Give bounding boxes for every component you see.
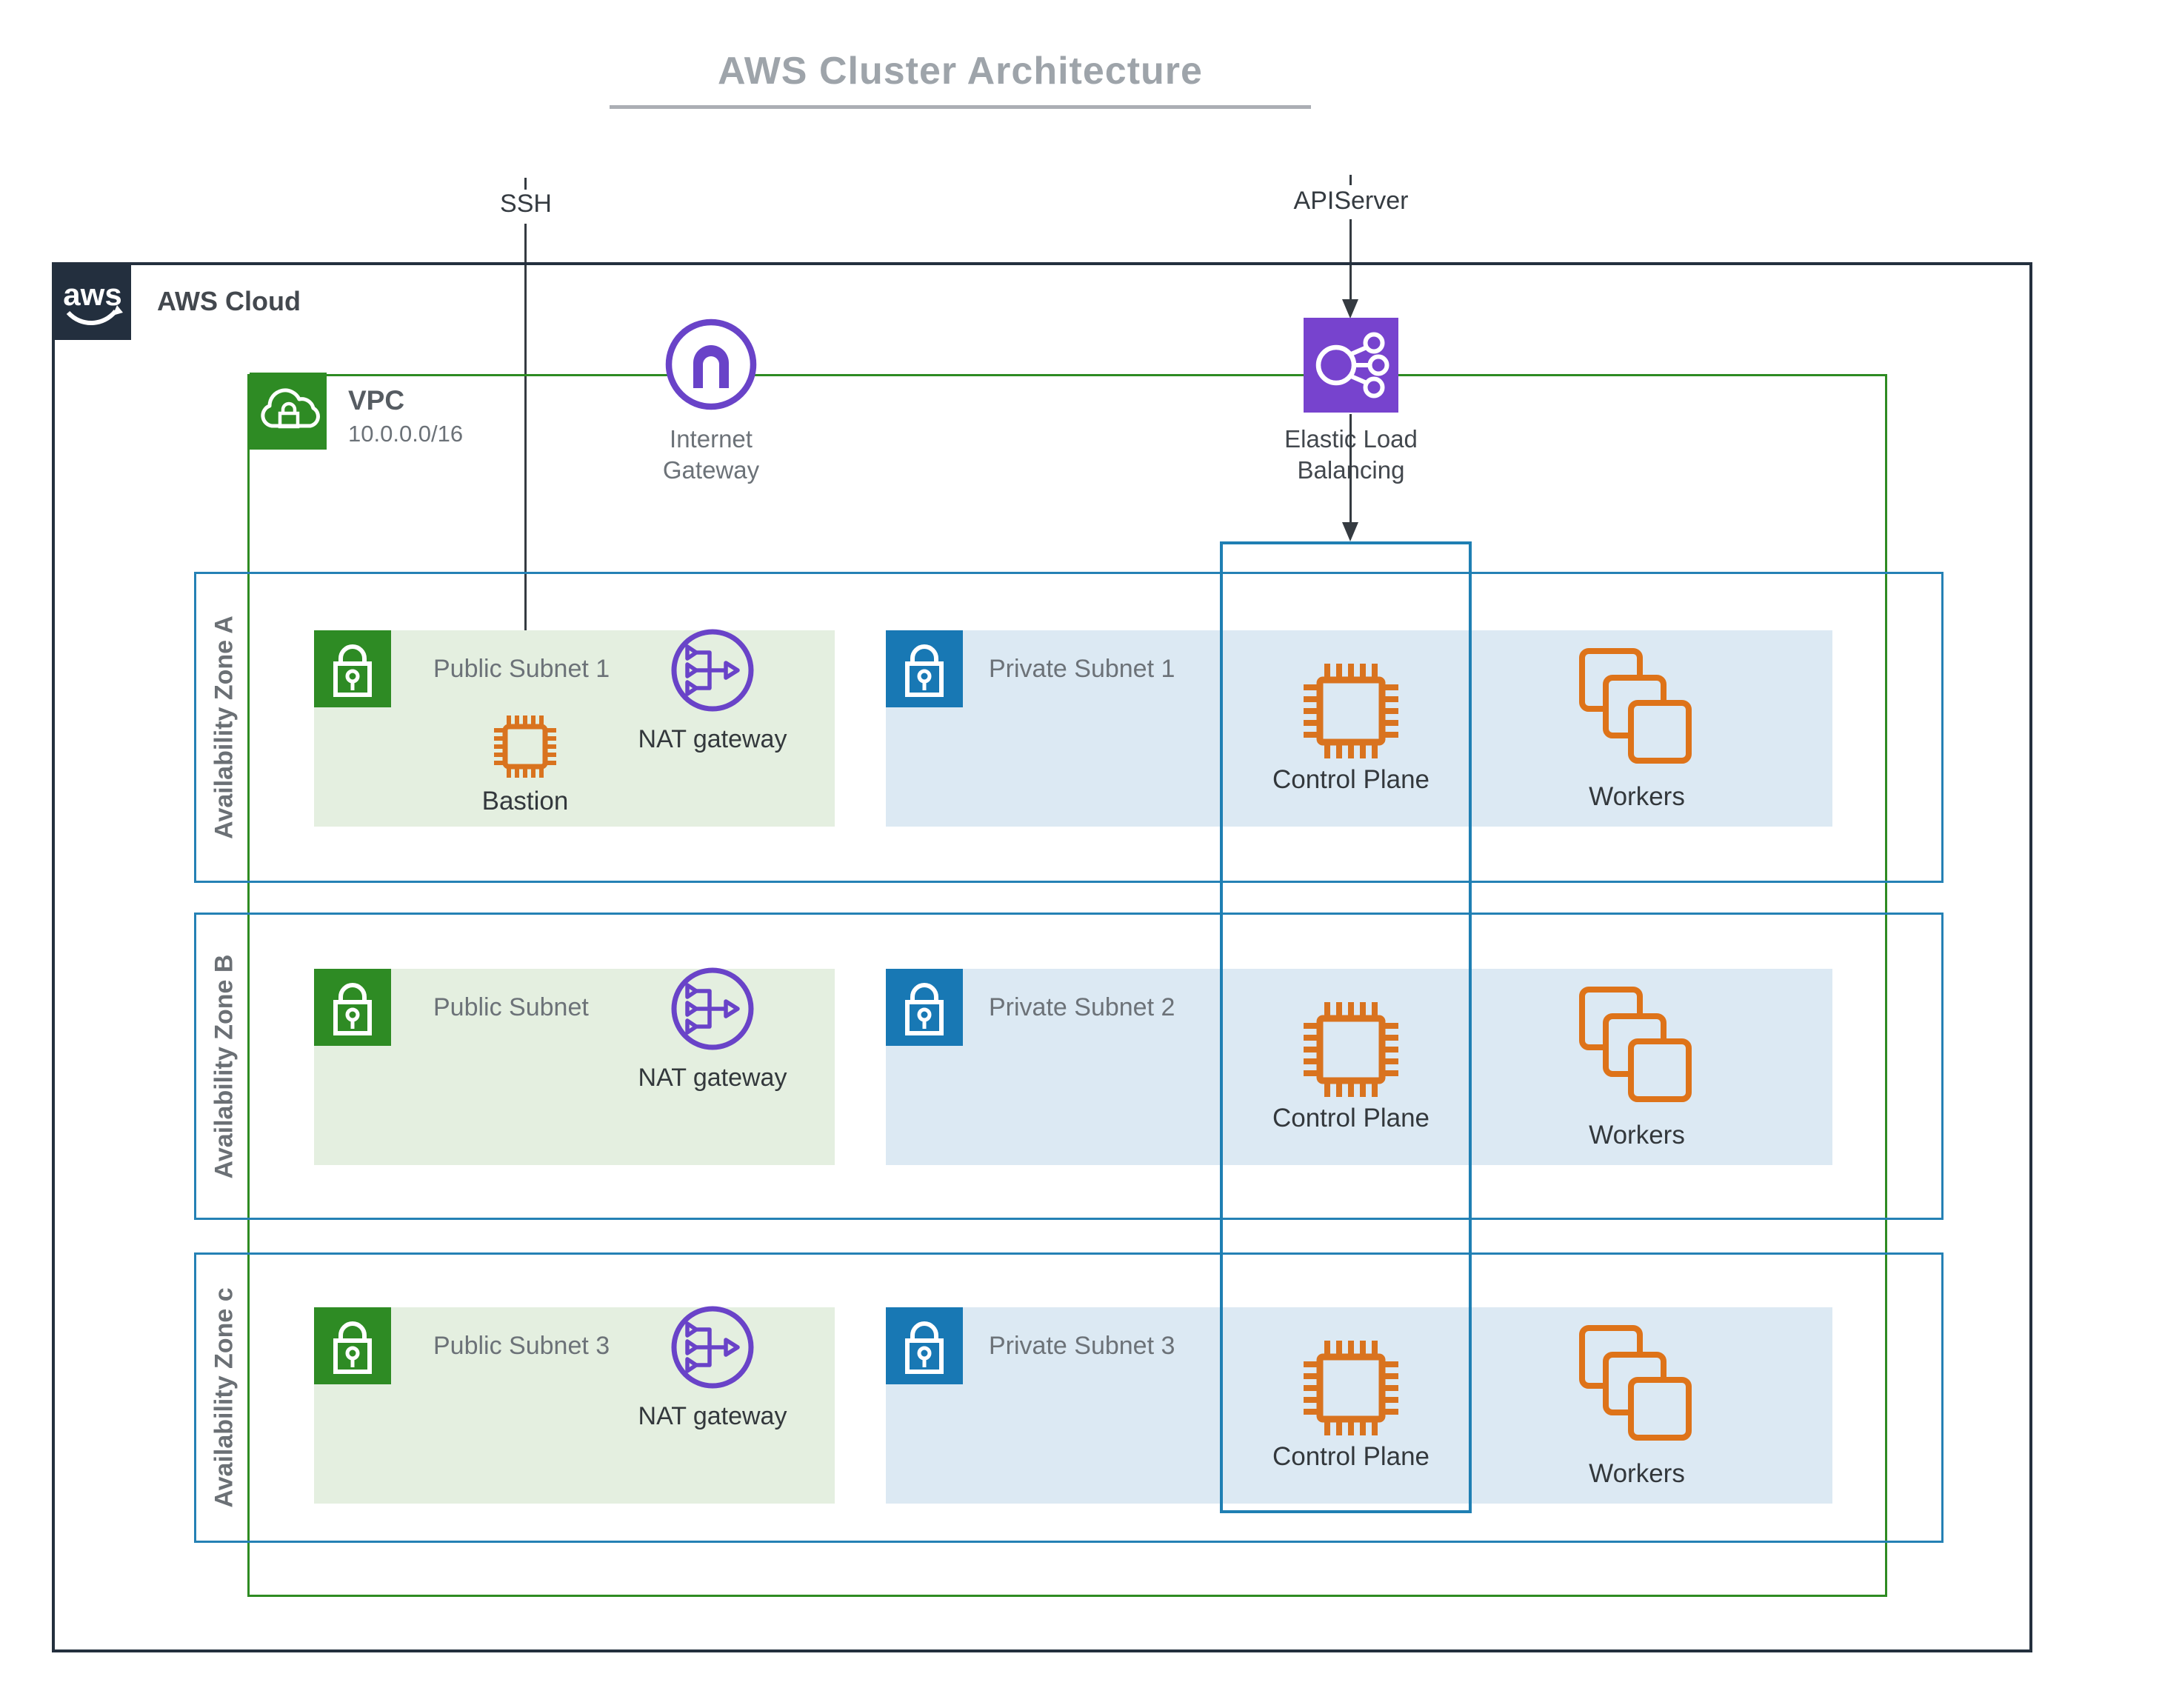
aws-logo-text: aws: [63, 277, 121, 312]
apiserver-label: APIServer: [1293, 187, 1409, 215]
cloud-glyph-icon: [261, 388, 320, 428]
az-c-workers-icon: [1578, 1324, 1696, 1442]
az-b-label: Availability Zone B: [210, 954, 238, 1179]
az-c-private-subnet-lock-icon: [886, 1307, 963, 1384]
az-a-bastion-icon: [484, 706, 566, 787]
az-a-public-subnet-lock-icon: [314, 630, 391, 707]
ssh-arrow-line: [524, 224, 527, 684]
title-underline: [610, 105, 1311, 109]
az-c-private-subnet-label: Private Subnet 3: [989, 1332, 1175, 1360]
az-b-private-subnet-lock-icon: [886, 969, 963, 1046]
elb-arrowhead-icon: [1342, 522, 1358, 541]
apiserver-arrowhead-icon: [1342, 299, 1358, 318]
az-b-workers-icon: [1578, 985, 1696, 1104]
aws-cloud-box: [52, 262, 2032, 1652]
elastic-load-balancing-icon: [1304, 318, 1398, 413]
az-a-nat-gateway-label: NAT gateway: [638, 725, 787, 753]
vpc-cidr: 10.0.0.0/16: [348, 421, 464, 447]
az-c-workers-label: Workers: [1589, 1459, 1685, 1488]
az-c-box: [194, 1252, 1944, 1543]
az-a-private-subnet-lock-icon: [886, 630, 963, 707]
control-plane-span-box: [1220, 541, 1472, 1513]
aws-logo-icon: aws: [63, 277, 123, 325]
az-b-nat-gateway-label: NAT gateway: [638, 1064, 787, 1092]
az-c-control-plane-icon: [1289, 1326, 1413, 1450]
aws-smile-icon: [66, 309, 118, 325]
az-c-public-subnet-label: Public Subnet 3: [433, 1332, 610, 1360]
az-c-label: Availability Zone c: [210, 1287, 238, 1508]
az-a-workers-label: Workers: [1589, 782, 1685, 811]
lock-body-icon: [278, 411, 300, 429]
az-a-label: Availability Zone A: [210, 616, 238, 839]
az-b-workers-label: Workers: [1589, 1121, 1685, 1150]
vpc-box: [247, 374, 1887, 1597]
lock-shackle-icon: [281, 401, 297, 413]
az-b-public-subnet-label: Public Subnet: [433, 993, 589, 1021]
az-a-box: [194, 572, 1944, 883]
aws-cloud-label: AWS Cloud: [157, 286, 301, 316]
az-a-control-plane-label: Control Plane: [1272, 765, 1430, 794]
az-a-bastion-label: Bastion: [481, 787, 569, 815]
az-a-nat-gateway-icon: [671, 629, 754, 712]
az-c-nat-gateway-label: NAT gateway: [638, 1402, 787, 1430]
az-a-public-subnet-label: Public Subnet 1: [433, 655, 610, 683]
az-a-private-subnet-label: Private Subnet 1: [989, 655, 1175, 683]
az-b-control-plane-icon: [1289, 987, 1413, 1112]
az-a-workers-icon: [1578, 647, 1696, 765]
vpc-icon: [250, 373, 327, 450]
az-b-nat-gateway-icon: [671, 967, 754, 1050]
internet-gateway-label: Internet Gateway: [662, 425, 760, 484]
ssh-line-tick: [524, 178, 527, 190]
apiserver-line-tick: [1349, 175, 1352, 185]
az-a-control-plane-icon: [1289, 649, 1413, 773]
az-c-public-subnet-lock-icon: [314, 1307, 391, 1384]
apiserver-arrow-line: [1349, 219, 1352, 299]
az-b-private-subnet-label: Private Subnet 2: [989, 993, 1175, 1021]
aws-logo: aws: [55, 264, 131, 340]
elb-arrow-line: [1349, 414, 1352, 522]
internet-gateway-icon: [665, 318, 757, 410]
aws-smile-arrow-icon: [113, 305, 123, 316]
az-c-nat-gateway-icon: [671, 1306, 754, 1389]
az-b-public-subnet-lock-icon: [314, 969, 391, 1046]
az-c-control-plane-label: Control Plane: [1272, 1442, 1430, 1471]
page-title: AWS Cluster Architecture: [718, 50, 1203, 93]
az-b-box: [194, 913, 1944, 1220]
az-b-control-plane-label: Control Plane: [1272, 1104, 1430, 1132]
vpc-label: VPC: [348, 385, 405, 416]
ssh-label: SSH: [500, 190, 552, 218]
